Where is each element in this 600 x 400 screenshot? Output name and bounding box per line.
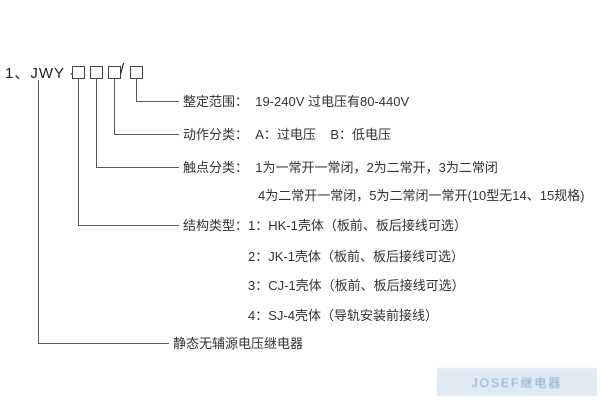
code-box-contact — [90, 66, 103, 79]
label-structure-1: 结构类型：1：HK-1壳体（板前、板后接线可选） — [183, 218, 467, 233]
connector-structure — [78, 79, 179, 226]
label-structure-2: 2：JK-1壳体（板前、板后接线可选） — [248, 249, 464, 264]
code-box-structure — [72, 66, 85, 79]
watermark: JOSEF继电器 — [437, 368, 597, 396]
label-action-class: 动作分类： A：过电压 B：低电压 — [183, 127, 392, 142]
label-structure-3: 3：CJ-1壳体（板前、板后接线可选） — [248, 278, 465, 293]
connector-relay-name — [38, 80, 169, 344]
label-contact-class-2: 4为二常开一常闭，5为二常闭一常开(10型无14、15规格) — [258, 188, 585, 203]
label-contact-class-1: 触点分类： 1为一常开一常闭，2为二常开，3为二常闭 — [183, 160, 498, 175]
connector-action-class — [114, 79, 179, 135]
label-relay-name: 静态无辅源电压继电器 — [173, 336, 304, 351]
code-box-range — [130, 66, 143, 79]
watermark-text: JOSEF继电器 — [471, 375, 563, 390]
label-setting-range: 整定范围： 19-240V 过电压有80-440V — [183, 94, 410, 109]
label-structure-4: 4：SJ-4壳体（导轨安装前接线） — [248, 308, 438, 323]
code-box-action — [108, 66, 121, 79]
slash-separator: / — [120, 61, 125, 78]
connector-contact-class — [96, 79, 179, 168]
connector-setting-range — [136, 79, 179, 102]
